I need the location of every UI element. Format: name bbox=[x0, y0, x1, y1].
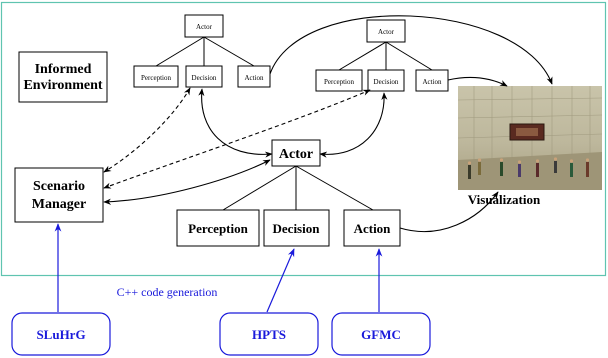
scenario-manager-line1: Scenario bbox=[33, 179, 85, 194]
arrow-small2-action-to-visualization bbox=[447, 77, 508, 87]
informed-environment-box: Informed Environment bbox=[18, 51, 108, 103]
dashed-arrow-small1-to-scenario bbox=[103, 87, 191, 173]
hpts-label: HPTS bbox=[252, 327, 286, 342]
actor-tree-main: Actor Perception Decision Action bbox=[176, 139, 401, 247]
small2-perception-label: Perception bbox=[324, 78, 354, 86]
sluhrg-box: SLuHrG bbox=[11, 312, 111, 356]
informed-environment-line2: Environment bbox=[23, 78, 102, 93]
small1-decision-label: Decision bbox=[192, 74, 217, 82]
system-frame bbox=[0, 1, 607, 277]
gfmc-box: GFMC bbox=[331, 312, 431, 356]
arrow-hpts-to-decision bbox=[266, 248, 295, 313]
visualization-label: Visualization bbox=[468, 192, 541, 207]
small1-perception-label: Perception bbox=[141, 74, 171, 82]
small1-actor-label: Actor bbox=[196, 23, 213, 31]
arrow-main-action-to-visualization bbox=[399, 191, 499, 233]
codegen-label: C++ code generation bbox=[117, 285, 218, 299]
main-actor-label: Actor bbox=[279, 147, 313, 162]
scenario-manager-line2: Manager bbox=[32, 197, 86, 212]
main-decision-label: Decision bbox=[273, 221, 321, 236]
small1-action-label: Action bbox=[244, 74, 264, 82]
main-perception-label: Perception bbox=[188, 221, 248, 236]
arrow-small1-action-to-visualization bbox=[269, 15, 553, 85]
scenario-manager-box: Scenario Manager bbox=[14, 167, 104, 223]
crowd bbox=[467, 157, 590, 179]
informed-environment-line1: Informed bbox=[35, 62, 92, 77]
actor-tree-small-1: Actor Perception Decision Action bbox=[133, 14, 271, 88]
main-action-label: Action bbox=[354, 221, 392, 236]
small2-decision-label: Decision bbox=[374, 78, 399, 86]
arrow-scenario-manager-main-actor bbox=[103, 159, 271, 205]
small2-action-label: Action bbox=[422, 78, 442, 86]
visualization-scene: Visualization bbox=[457, 86, 603, 207]
dashed-arrow-small2-to-scenario bbox=[103, 89, 371, 189]
sluhrg-label: SLuHrG bbox=[36, 327, 85, 342]
small2-actor-label: Actor bbox=[378, 28, 395, 36]
actor-tree-small-2: Actor Perception Decision Action bbox=[315, 19, 449, 92]
arrow-main-actor-small2-decision bbox=[319, 92, 388, 158]
hpts-box: HPTS bbox=[219, 312, 319, 356]
arrow-main-actor-small1-decision bbox=[198, 88, 273, 158]
gfmc-label: GFMC bbox=[361, 327, 401, 342]
